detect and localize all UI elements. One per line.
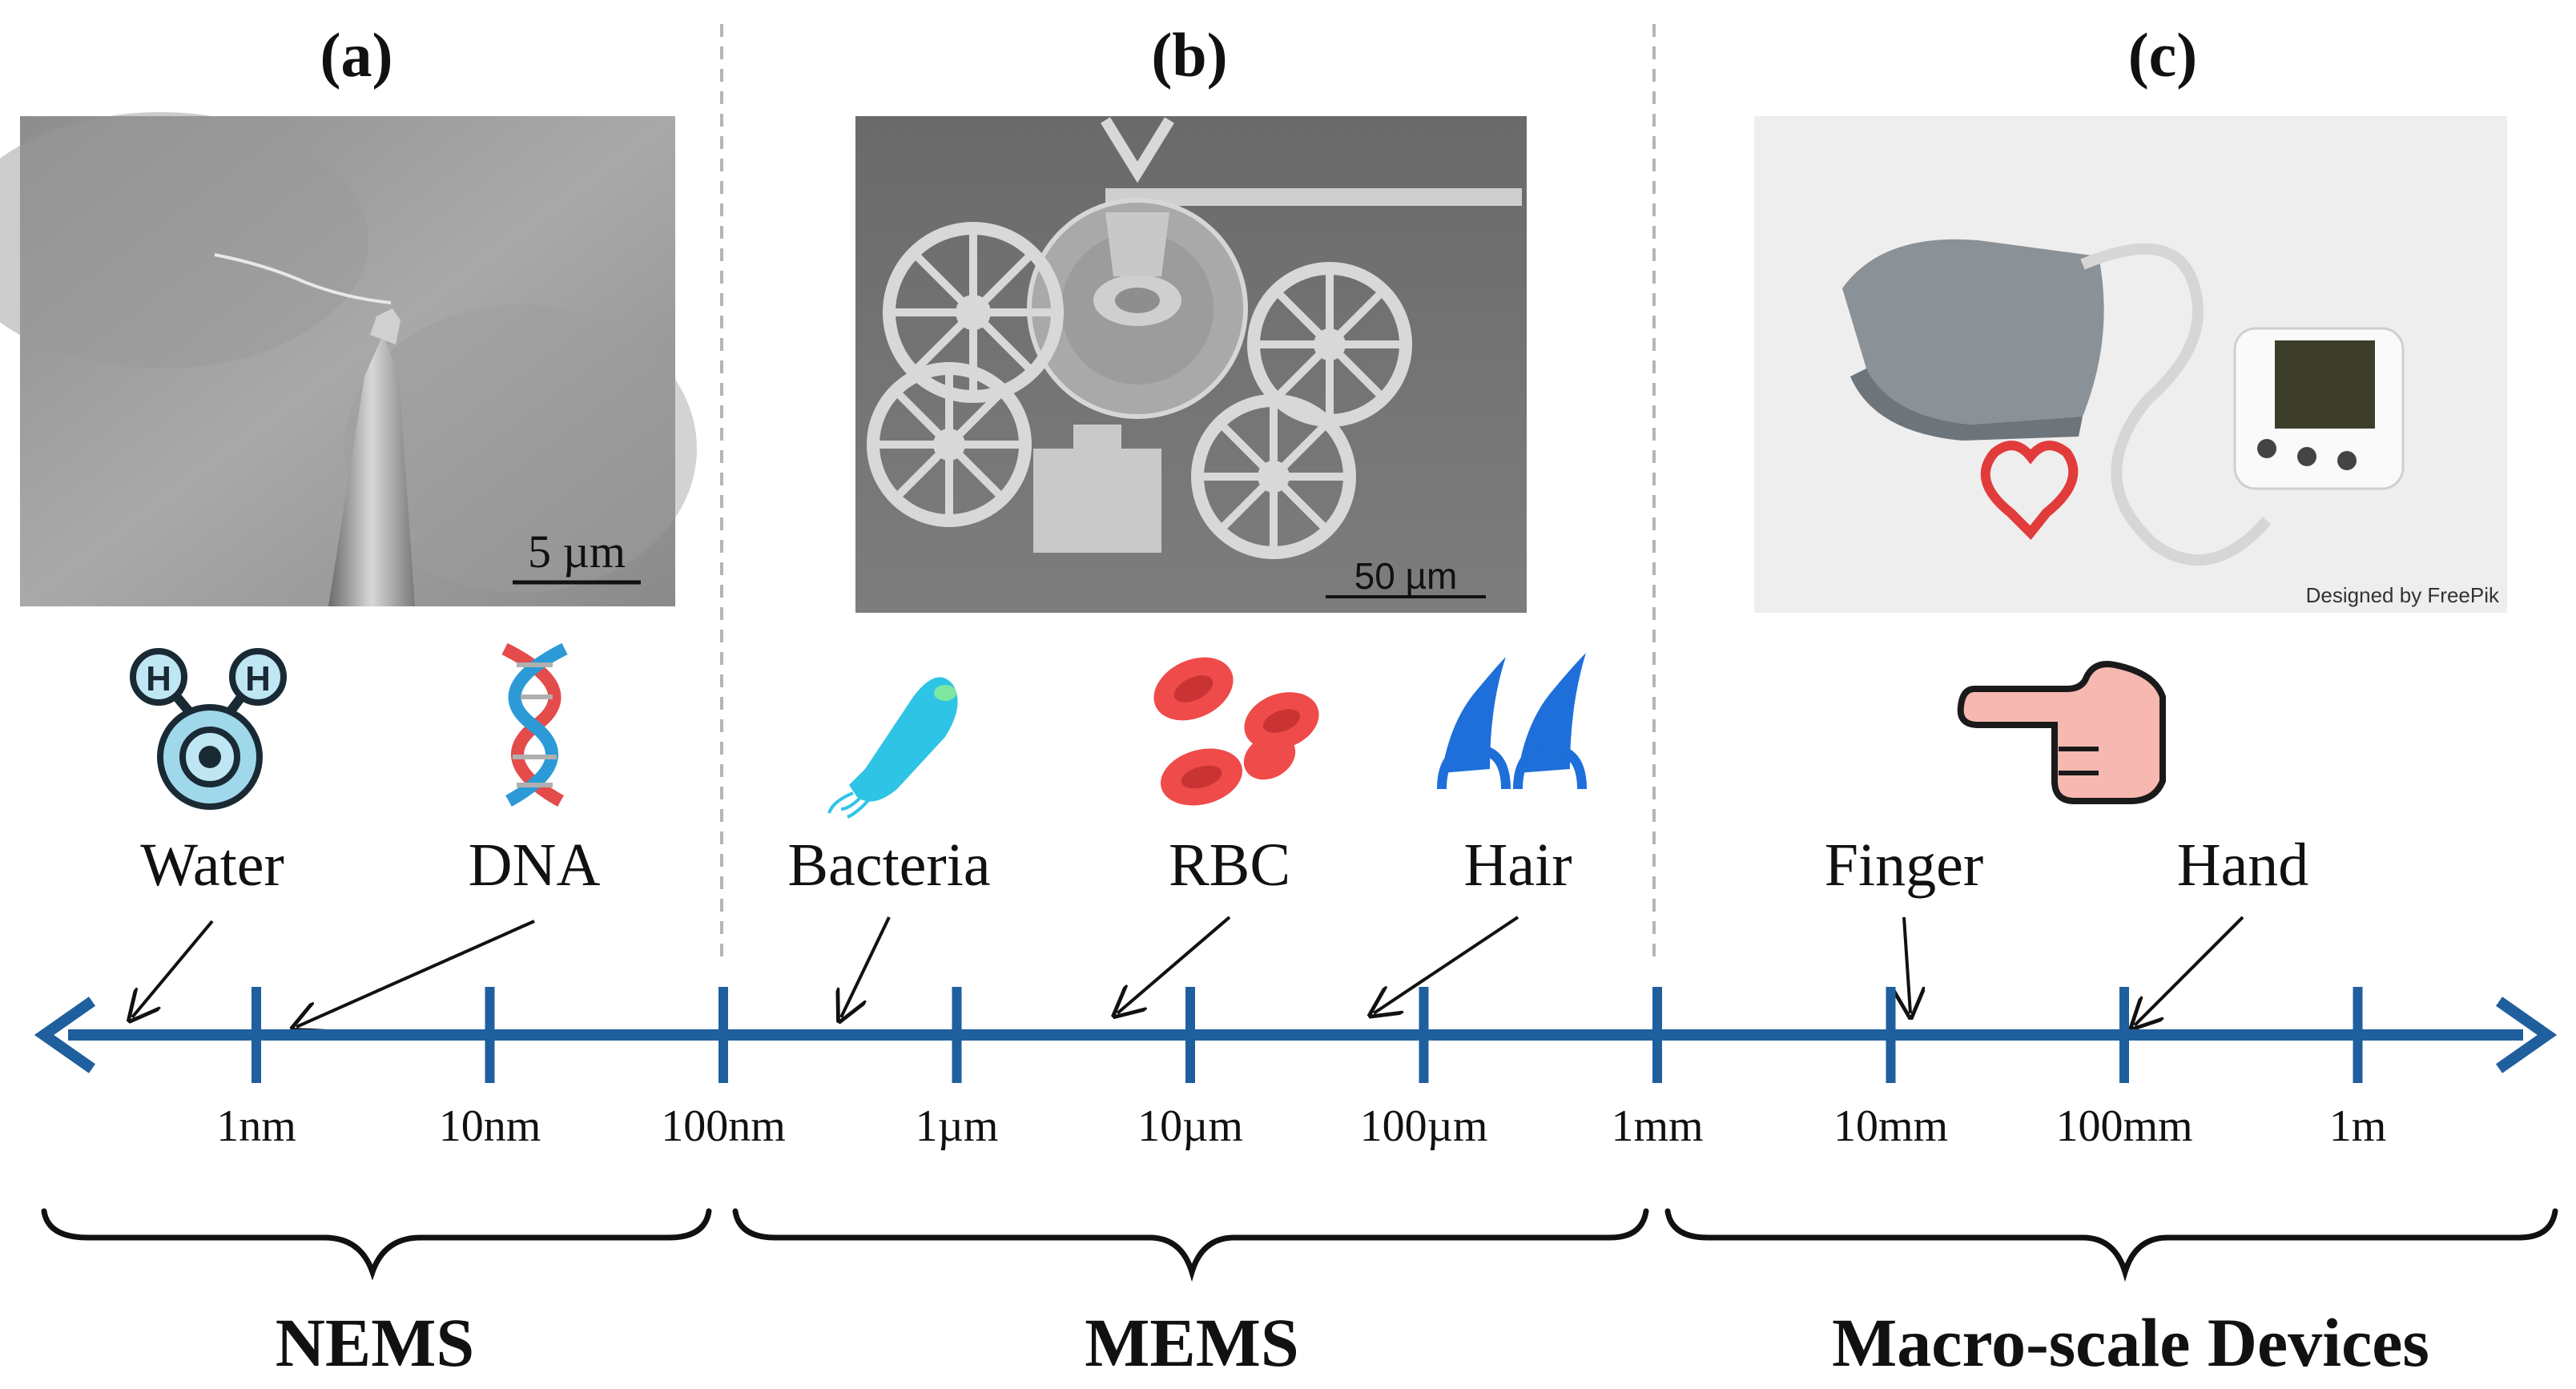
- object-label: Water: [140, 831, 284, 899]
- sem-image-nanotip: 5 µm: [0, 112, 697, 606]
- tick-label: 1m: [2329, 1101, 2387, 1151]
- tick-marks: [252, 987, 2363, 1083]
- group-label: Macro-scale Devices: [1832, 1304, 2429, 1381]
- bacteria-icon: [827, 677, 958, 819]
- pointer-arrow: [841, 916, 891, 1017]
- tick-labels: 1nm 10nm 100nm 1µm 10µm 100µm 1mm 10mm 100mm 1m: [216, 1101, 2386, 1151]
- dna-helix-icon: [501, 642, 568, 807]
- brace-macro: [1664, 1208, 2558, 1282]
- object-label: Hair: [1463, 831, 1572, 899]
- brace-mems: [732, 1208, 1649, 1282]
- tick-label: 100µm: [1360, 1101, 1488, 1151]
- axis-arrow-left: [34, 996, 96, 1073]
- tick-label: 100nm: [661, 1101, 786, 1151]
- tick-label: 1µm: [916, 1101, 999, 1151]
- water-molecule-icon: H H: [130, 648, 287, 810]
- scale-bar-label: 50 µm: [1354, 555, 1458, 597]
- object-label: Hand: [2177, 831, 2309, 899]
- photo-blood-pressure-monitor: Designed by FreePik: [1754, 116, 2507, 613]
- tick-label: 1mm: [1611, 1101, 1703, 1151]
- pointer-arrow: [1374, 916, 1519, 1013]
- red-blood-cells-icon: [1153, 657, 1319, 806]
- svg-text:H: H: [146, 659, 171, 699]
- hair-follicle-icon: [1437, 653, 1587, 790]
- scale-axis: 1nm 10nm 100nm 1µm 10µm 100µm 1mm 10mm 100mm 1m: [34, 987, 2558, 1151]
- object-label: DNA: [469, 831, 601, 899]
- pointer-arrow: [1117, 916, 1231, 1013]
- tick-label: 10nm: [439, 1101, 541, 1151]
- pointer-arrow: [296, 920, 535, 1027]
- pointing-hand-icon: [1957, 661, 2166, 804]
- brace-nems: [41, 1208, 712, 1281]
- panel-label: (b): [1151, 20, 1227, 90]
- tick-label: 1nm: [216, 1101, 296, 1151]
- tick-label: 10mm: [1833, 1101, 1948, 1151]
- axis-arrow-right: [2495, 996, 2558, 1073]
- sem-image-microgears: 50 µm: [855, 116, 1527, 613]
- tick-label: 100mm: [2055, 1101, 2192, 1151]
- object-label: Finger: [1825, 831, 1983, 899]
- svg-text:H: H: [245, 659, 271, 699]
- tick-label: 10µm: [1137, 1101, 1243, 1151]
- photo-credit: Designed by FreePik: [2306, 583, 2500, 607]
- panel-label: (a): [320, 20, 393, 90]
- group-label: MEMS: [1085, 1304, 1299, 1381]
- object-label: RBC: [1169, 831, 1290, 899]
- group-braces: [41, 1208, 2558, 1282]
- group-label: NEMS: [276, 1304, 474, 1381]
- scale-bar-label: 5 µm: [528, 525, 626, 578]
- pointer-arrow: [132, 920, 214, 1017]
- pointer-arrow: [2135, 916, 2244, 1025]
- pointer-arrows: [132, 916, 2244, 1027]
- panel-label: (c): [2128, 20, 2198, 90]
- object-label: Bacteria: [787, 831, 990, 899]
- pointer-arrow: [1904, 916, 1910, 1013]
